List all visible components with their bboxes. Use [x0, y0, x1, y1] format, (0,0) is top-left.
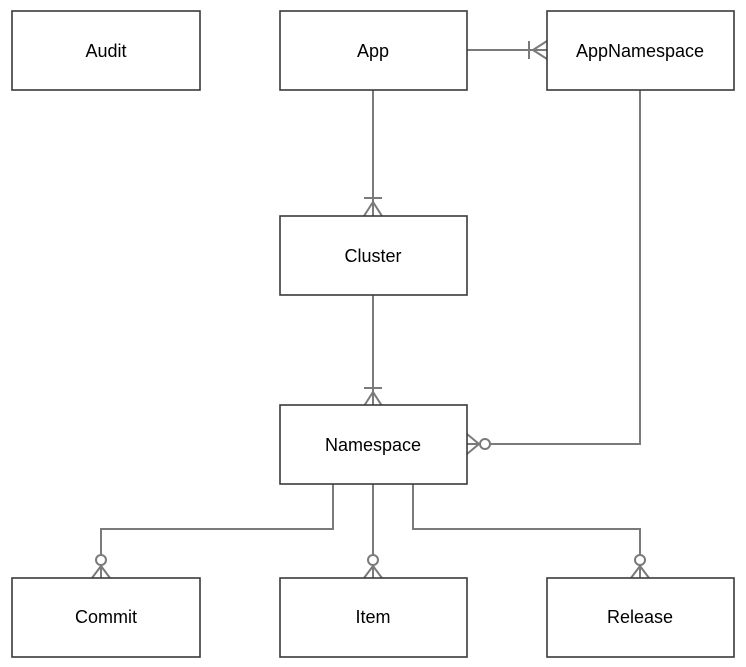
entity-commit: Commit	[11, 577, 201, 658]
entity-app: App	[279, 10, 468, 91]
entity-cluster-label: Cluster	[344, 246, 401, 266]
crowfoot-one-or-more-namespace	[363, 387, 383, 407]
line-namespace-commit	[100, 484, 334, 578]
entity-appnamespace: AppNamespace	[546, 10, 735, 91]
entity-cluster: Cluster	[279, 215, 468, 296]
crowfoot-zero-or-more-namespace	[466, 433, 491, 455]
line-namespace-release	[412, 484, 641, 578]
entity-item: Item	[279, 577, 468, 658]
entity-appnamespace-label: AppNamespace	[576, 41, 704, 61]
entity-release: Release	[546, 577, 735, 658]
line-appnamespace-namespace	[467, 90, 641, 445]
entity-namespace-label: Namespace	[325, 435, 421, 455]
entity-release-label: Release	[607, 607, 673, 627]
entity-audit-label: Audit	[85, 41, 126, 61]
entity-audit: Audit	[11, 10, 201, 91]
crowfoot-zero-or-more-release	[630, 554, 650, 579]
entity-app-label: App	[357, 41, 389, 61]
cardinality-markers	[91, 40, 650, 579]
connector-lines	[100, 49, 641, 578]
crowfoot-zero-or-more-item	[363, 554, 383, 579]
crowfoot-one-or-more-cluster	[363, 197, 383, 217]
crowfoot-one-or-more-appnamespace	[528, 40, 548, 60]
entity-item-label: Item	[355, 607, 390, 627]
entity-namespace: Namespace	[279, 404, 468, 485]
entity-commit-label: Commit	[75, 607, 137, 627]
crowfoot-zero-or-more-commit	[91, 554, 111, 579]
